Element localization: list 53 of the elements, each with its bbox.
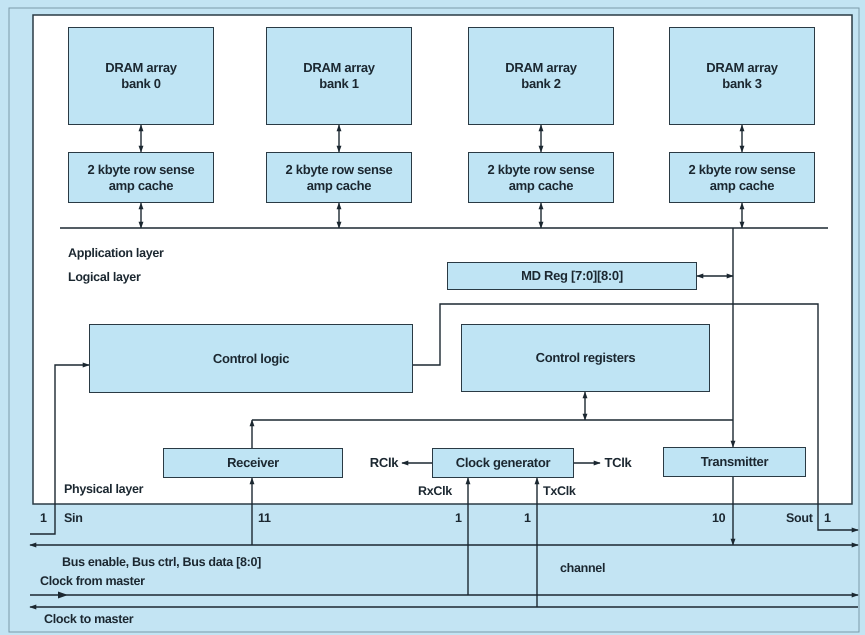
cache-box: 2 kbyte row sense amp cache bbox=[669, 152, 815, 203]
arrow bbox=[138, 202, 144, 229]
memory-bank-box: DRAM array bank 3 bbox=[669, 27, 815, 125]
arrow bbox=[336, 202, 342, 229]
arrow bbox=[574, 460, 601, 466]
signal-name: TxClk bbox=[543, 484, 576, 499]
arrow bbox=[730, 228, 736, 448]
cache-box: 2 kbyte row sense amp cache bbox=[68, 152, 214, 203]
line-count: 1 bbox=[40, 511, 47, 526]
arrow bbox=[413, 303, 859, 532]
signal-name: Sout bbox=[786, 511, 813, 526]
memory-bank-box: DRAM array bank 0 bbox=[68, 27, 214, 125]
arrow bbox=[538, 124, 544, 153]
cache-box: 2 kbyte row sense amp cache bbox=[266, 152, 412, 203]
arrow bbox=[582, 391, 588, 421]
cache-box: 2 kbyte row sense amp cache bbox=[468, 152, 614, 203]
signal-name: RClk bbox=[366, 455, 402, 471]
arrow bbox=[730, 477, 736, 546]
signal-name: RxClk bbox=[418, 484, 452, 499]
arrow bbox=[696, 274, 734, 278]
bus-name: Bus enable, Bus ctrl, Bus data [8:0] bbox=[62, 555, 261, 570]
signal-name: TClk bbox=[600, 455, 636, 471]
layer-label: Application layer bbox=[68, 246, 164, 261]
arrow bbox=[740, 202, 744, 229]
arrow bbox=[336, 124, 342, 153]
line-count: 1 bbox=[455, 511, 462, 526]
arrow bbox=[250, 477, 254, 545]
register-box: Control registers bbox=[461, 324, 710, 392]
memory-bank-box: DRAM array bank 2 bbox=[468, 27, 614, 125]
arrow bbox=[401, 460, 432, 466]
line-count: 11 bbox=[258, 511, 271, 526]
arrow bbox=[138, 124, 144, 153]
signal-name: Clock to master bbox=[44, 612, 134, 627]
receiver-box: Receiver bbox=[163, 448, 343, 478]
line-count: 10 bbox=[712, 511, 726, 526]
arrow bbox=[466, 477, 470, 595]
line-count: 1 bbox=[824, 511, 831, 526]
arrow bbox=[250, 419, 254, 448]
logic-box: Control logic bbox=[89, 324, 413, 393]
memory-bank-box: DRAM array bank 1 bbox=[266, 27, 412, 125]
clock-generator-box: Clock generator bbox=[432, 448, 574, 478]
line-count: 1 bbox=[524, 511, 531, 526]
channel-name: channel bbox=[560, 561, 606, 576]
arrow bbox=[534, 477, 540, 607]
transmitter-box: Transmitter bbox=[663, 447, 806, 477]
layer-label: Logical layer bbox=[68, 270, 141, 285]
arrow bbox=[30, 362, 90, 535]
arrow bbox=[740, 124, 744, 153]
register-box: MD Reg [7:0][8:0] bbox=[447, 262, 697, 290]
signal-name: Sin bbox=[64, 511, 83, 526]
layer-label: Physical layer bbox=[64, 482, 144, 497]
arrow bbox=[538, 202, 544, 229]
signal-name: Clock from master bbox=[40, 574, 145, 589]
